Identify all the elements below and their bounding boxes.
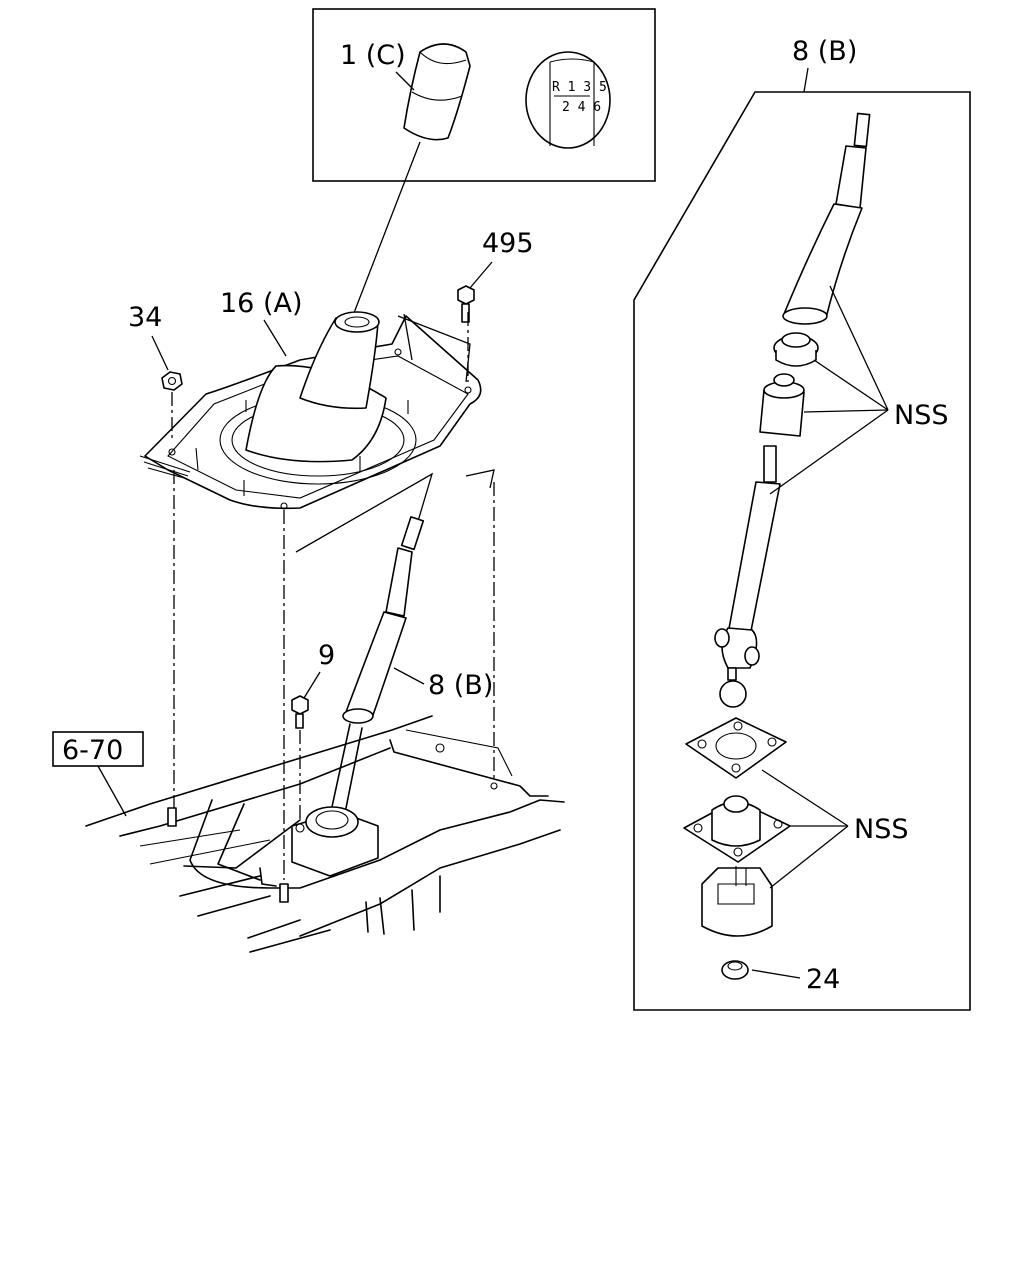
break-plate-corner [397, 313, 471, 383]
lever-bushing-upper [773, 332, 819, 367]
callout-lever-main: 8 (B) [428, 670, 493, 701]
nut-34 [161, 371, 183, 391]
callout-bolt-small: 9 [318, 640, 335, 671]
leader-nss-lower-1 [761, 769, 849, 827]
leader-knob [395, 71, 415, 91]
callout-nut: 34 [128, 302, 162, 333]
leader-nss-lower-3 [769, 825, 849, 889]
lever-lower-rod [714, 445, 781, 708]
break-line-right [465, 469, 495, 489]
shift-pattern-top-row: R 1 3 5 [552, 80, 607, 95]
bushing-24 [721, 960, 749, 980]
gasket-plate [685, 717, 787, 779]
leader-knob-to-boot [351, 141, 421, 319]
lever-housing [701, 866, 773, 937]
bolt-9 [291, 695, 309, 729]
stud-left [167, 807, 177, 827]
shift-pattern-circle [525, 51, 611, 149]
callout-knob: 1 (C) [340, 40, 406, 71]
callout-boot: 16 (A) [220, 288, 302, 319]
leader-boot [263, 319, 287, 357]
leader-lever-main [393, 667, 425, 685]
knob-inset: R 1 3 5 2 4 6 1 (C) [312, 8, 656, 182]
leader-nss-upper-4 [769, 409, 889, 495]
callout-lever-detail: 8 (B) [792, 36, 857, 67]
lever-upper-section [782, 112, 871, 325]
boot-top-ring [334, 311, 380, 333]
shift-pattern-badge: R 1 3 5 2 4 6 [525, 51, 611, 149]
leader-bolt-small [303, 671, 321, 699]
detail-panel-frame [633, 91, 971, 1011]
knob-inset-frame [312, 8, 656, 182]
leader-bolt-top [469, 261, 493, 289]
leader-bushing [751, 969, 801, 979]
stud-center [279, 883, 289, 903]
callout-nss-upper: NSS [894, 400, 948, 431]
leader-nss-upper-3 [803, 409, 889, 413]
callout-ref-box: 6-70 [62, 735, 123, 766]
reference-box-6-70: 6-70 [52, 731, 144, 817]
callout-nss-lower: NSS [854, 814, 908, 845]
detail-panel: 8 (B) [633, 36, 971, 1011]
shift-pattern-bottom-row: 2 4 6 [562, 100, 601, 115]
lever-sleeve [759, 373, 805, 437]
boot-upper [299, 317, 379, 410]
shift-knob [403, 43, 471, 141]
floor-tunnel [85, 715, 565, 953]
shift-boot-assembly [139, 311, 482, 510]
break-line-center [295, 472, 434, 553]
leader-nss-upper-1 [829, 285, 889, 411]
mount-base [683, 795, 791, 863]
boot-plate-edge-seal [139, 455, 191, 479]
leader-nut [151, 335, 169, 371]
callout-bolt-top: 495 [482, 228, 534, 259]
bolt-495 [457, 285, 475, 323]
leader-ref-box [97, 765, 127, 817]
leader-nss-upper-2 [813, 359, 889, 411]
shift-lever-main [329, 516, 425, 819]
callout-bushing: 24 [806, 964, 840, 995]
leader-lever-detail [803, 67, 809, 93]
